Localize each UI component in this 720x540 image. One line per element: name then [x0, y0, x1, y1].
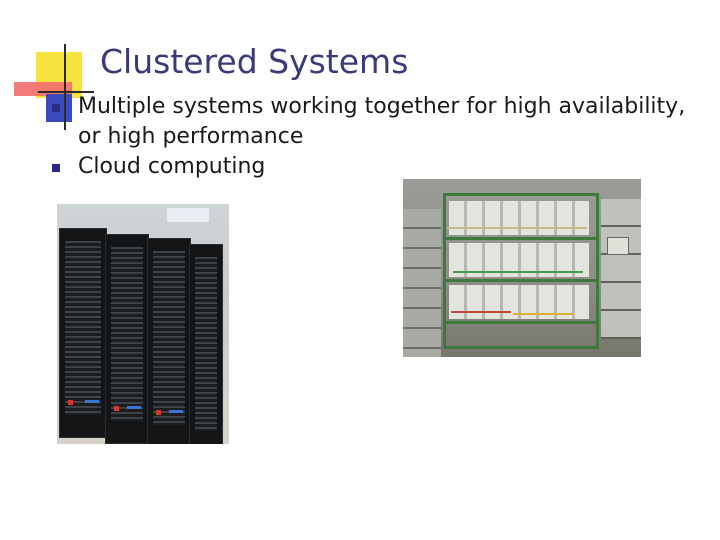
server-rack	[105, 234, 149, 444]
background-shelving	[601, 199, 641, 339]
bullet-item: Multiple systems working together for hi…	[50, 92, 690, 152]
bullet-text: Cloud computing	[78, 154, 266, 179]
slide-title: Clustered Systems	[100, 42, 409, 81]
shelf-bar	[443, 279, 599, 282]
cable	[451, 311, 511, 313]
server-rack	[59, 228, 107, 438]
pc-cluster-photo	[403, 179, 641, 357]
shelf-bar	[443, 321, 599, 324]
title-ornament-horizontal-line	[38, 91, 94, 93]
bullet-list: Multiple systems working together for hi…	[50, 92, 690, 182]
ceiling-light	[167, 208, 209, 222]
shelf-frame	[443, 193, 599, 349]
cable	[447, 227, 587, 229]
pc-row	[449, 201, 589, 235]
title-ornament-vertical-line	[64, 44, 66, 130]
server-rack	[147, 238, 191, 444]
square-bullet-icon	[52, 164, 60, 172]
bullet-item: Cloud computing	[50, 152, 690, 182]
server-rack-photo	[57, 204, 229, 444]
bullet-text: Multiple systems working together for hi…	[78, 94, 686, 149]
cable	[513, 313, 573, 315]
background-shelving	[403, 209, 441, 357]
server-rack	[189, 244, 223, 444]
shelf-bar	[443, 237, 599, 240]
monitor	[607, 237, 629, 255]
cable	[453, 271, 583, 273]
square-bullet-icon	[52, 104, 60, 112]
